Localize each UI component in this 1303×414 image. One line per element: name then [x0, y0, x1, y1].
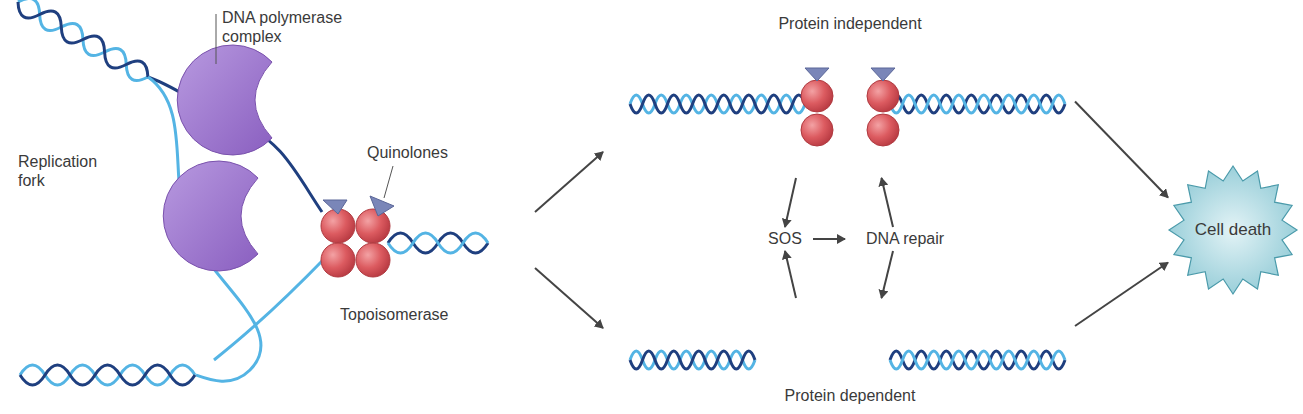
dna-strand [630, 351, 755, 369]
topoisomerase-subunit [356, 243, 390, 277]
dna-strand [630, 95, 805, 113]
topoisomerase-subunit [356, 209, 390, 243]
dna-break-panel: Protein dependent [625, 298, 1075, 410]
pathway-arrow [813, 238, 845, 240]
topoisomerase-subunit [801, 80, 833, 112]
node-label: SOS [757, 229, 813, 248]
part-label: Replication fork [18, 152, 128, 190]
dna-strand [388, 233, 488, 253]
dna-strand [13, 0, 153, 86]
dna-strand [20, 365, 195, 385]
pathway-arrow [535, 268, 603, 328]
node-label: Protein independent [625, 14, 1075, 33]
quinolone-symbol [370, 196, 394, 216]
pathway-arrow [1075, 263, 1168, 327]
dna-strand [630, 351, 755, 369]
dna-strand [890, 95, 1065, 113]
outcome-starburst: Cell death [1168, 165, 1298, 295]
pathway-arrow [535, 152, 603, 212]
dna-break-panel: Protein independent [625, 8, 1075, 178]
pathway-arrow [882, 251, 894, 298]
dna-strand [630, 95, 805, 113]
dna-strand [20, 365, 195, 385]
dna-strand [388, 233, 488, 253]
part-label: DNA polymerase complex [222, 8, 382, 46]
quinolone-symbol [871, 68, 895, 81]
polymerase-subunit [177, 45, 272, 155]
pathway-arrow [882, 178, 894, 227]
topoisomerase-subunit [867, 114, 899, 146]
node-illustration [625, 8, 1075, 178]
leader-line [216, 14, 217, 64]
quinolone-symbol [323, 200, 347, 214]
polymerase-subunit [163, 161, 258, 271]
node-label: DNA repair [845, 229, 965, 248]
topoisomerase-subunit [867, 80, 899, 112]
pathway-arrow [785, 251, 796, 298]
pathway-arrow [785, 178, 796, 227]
pathway-node: SOS [757, 227, 813, 251]
part-label: Quinolones [367, 143, 487, 162]
node-label: Cell death [1168, 220, 1298, 239]
pathway-arrow [1075, 102, 1168, 198]
pathway-node: DNA repair [845, 227, 965, 251]
dna-helix [13, 0, 153, 86]
topoisomerase-subunit [321, 243, 355, 277]
dna-strand [890, 95, 1065, 113]
starburst-shape [1169, 166, 1297, 294]
leader-line [384, 166, 393, 198]
node-label: Protein dependent [625, 386, 1075, 405]
part-label: Topoisomerase [340, 305, 480, 324]
quinolone-symbol [805, 68, 829, 81]
dna-strand [214, 258, 325, 360]
topoisomerase-subunit [801, 114, 833, 146]
dna-strand [890, 351, 1065, 369]
dna-strand [13, 0, 153, 86]
dna-strand [890, 351, 1065, 369]
